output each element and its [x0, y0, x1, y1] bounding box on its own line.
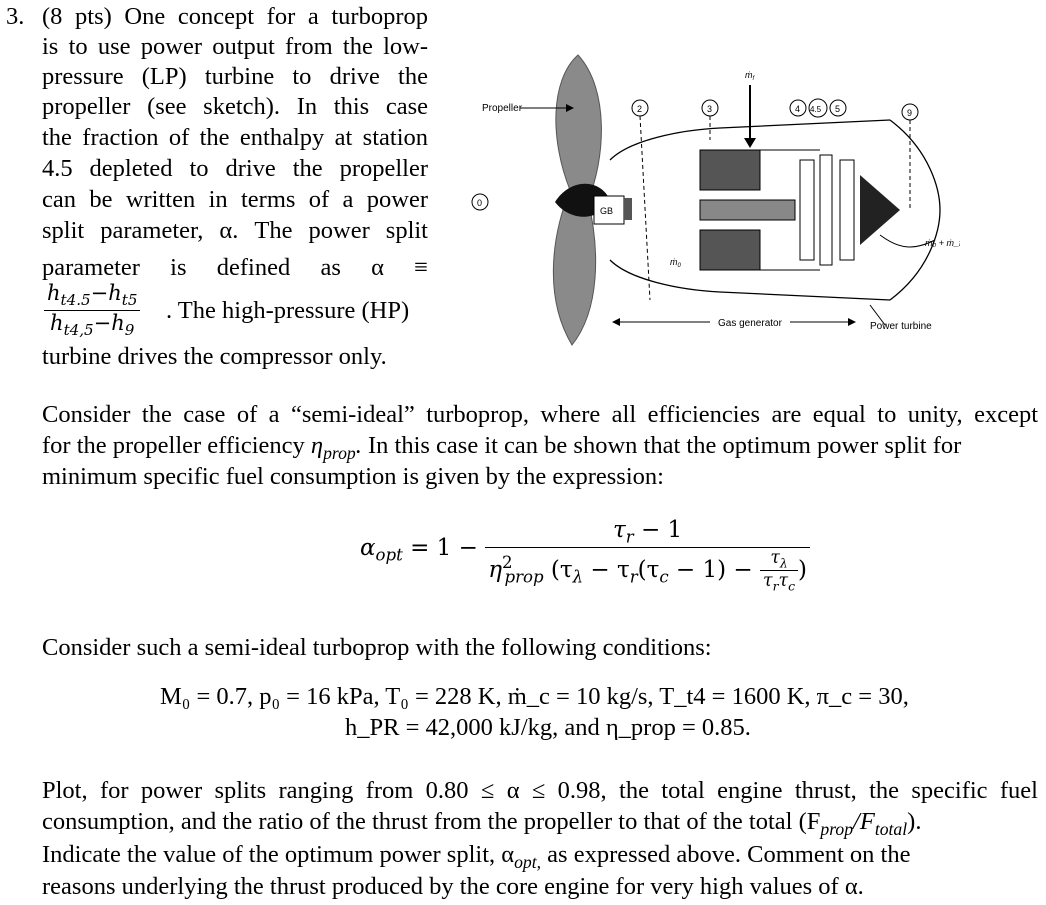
station-4-5: [808, 98, 828, 118]
intro-line-4: propeller (see sketch). In this case: [42, 93, 428, 120]
exit-flow-label: ṁ₀ + ṁ_f: [925, 238, 960, 248]
compressor: [699, 149, 761, 191]
exhaust-cone: [860, 175, 900, 245]
intro-line-6: 4.5 depleted to drive the propeller: [42, 155, 428, 182]
alpha-fraction-numerator: ht4.5−ht5: [47, 281, 138, 310]
gearbox: [593, 195, 625, 225]
plot-line-3: Indicate the value of the optimum power …: [42, 841, 911, 872]
plot-line-4: reasons underlying the thrust produced b…: [42, 873, 864, 900]
svg-text:0: 0: [477, 198, 482, 208]
station-5: [829, 99, 847, 117]
bypass-flow-label: ṁ0: [670, 257, 682, 269]
svg-text:4: 4: [795, 104, 800, 114]
alpha-fraction: ht4.5−ht5 ht4,5−h9: [44, 281, 141, 340]
hp-turbine-text-2: turbine drives the compressor only.: [42, 343, 387, 370]
formula-numerator: τr − 1: [613, 517, 683, 547]
intro-line-1: (8 pts) One concept for a turboprop: [42, 3, 428, 30]
lp-turbine: [819, 154, 833, 266]
intro-line-2: is to use power output from the low-: [42, 33, 428, 60]
alpha-definition: ht4.5−ht5 ht4,5−h9: [44, 281, 141, 340]
hp-turbine: [799, 159, 815, 261]
conditions-line-1: M₀ = 0.7, p₀ = 16 kPa, T₀ = 228 K, ṁ_c =…: [160, 683, 909, 710]
shaft: [699, 199, 796, 221]
intro-line-5: the fraction of the enthalpy at station: [42, 124, 428, 151]
plot-line-1: Plot, for power splits ranging from 0.80…: [42, 777, 1038, 804]
turboprop-sketch: GB 0 2 3 4 4.5 5 9 Propeller ṁf ṁ0 ṁ₀ + …: [471, 54, 960, 346]
conditions-line-2: h_PR = 42,000 kJ/kg, and η_prop = 0.85.: [345, 714, 751, 741]
svg-text:4.5: 4.5: [810, 105, 822, 114]
svg-text:9: 9: [907, 108, 912, 118]
alpha-opt-fraction: τr − 1 η2prop (τλ − τr(τc − 1) − τλ τrτc…: [485, 518, 810, 593]
station-4: [789, 99, 807, 117]
alpha-opt-formula: αopt = 1 − τr − 1 η2prop (τλ − τr(τc − 1…: [360, 518, 810, 593]
eta-prop: ηprop.: [310, 432, 362, 463]
power-turbine-label: Power turbine: [870, 321, 932, 332]
propeller-label: Propeller: [482, 103, 523, 114]
para2-line-2: for the propeller efficiency ηprop. In t…: [42, 432, 962, 463]
plot-line-2: consumption, and the ratio of the thrust…: [42, 808, 922, 839]
para2-line-1: Consider the case of a “semi-ideal” turb…: [42, 401, 1038, 428]
problem-number: 3.: [6, 3, 25, 30]
gb-label: GB: [600, 206, 613, 216]
fuel-flow-label: ṁf: [745, 70, 756, 82]
station-0: [471, 193, 489, 211]
conditions-intro: Consider such a semi-ideal turboprop wit…: [42, 634, 712, 661]
para2-line-3: minimum specific fuel consumption is giv…: [42, 463, 664, 490]
svg-text:5: 5: [835, 104, 840, 114]
svg-text:2: 2: [637, 104, 642, 114]
alpha-fraction-denominator: ht4,5−h9: [50, 311, 135, 340]
intro-line-3: pressure (LP) turbine to drive the: [42, 63, 428, 90]
gas-generator-label: Gas generator: [718, 318, 783, 329]
svg-text:3: 3: [707, 104, 712, 114]
intro-line-9: parameter is defined as α ≡: [42, 254, 428, 281]
intro-line-7: can be written in terms of a power: [42, 186, 428, 213]
hp-turbine-text: . The high-pressure (HP): [166, 297, 410, 324]
formula-denominator: η2prop (τλ − τr(τc − 1) − τλ τrτc ): [488, 547, 807, 594]
intro-line-8: split parameter, α. The power split: [42, 217, 428, 244]
